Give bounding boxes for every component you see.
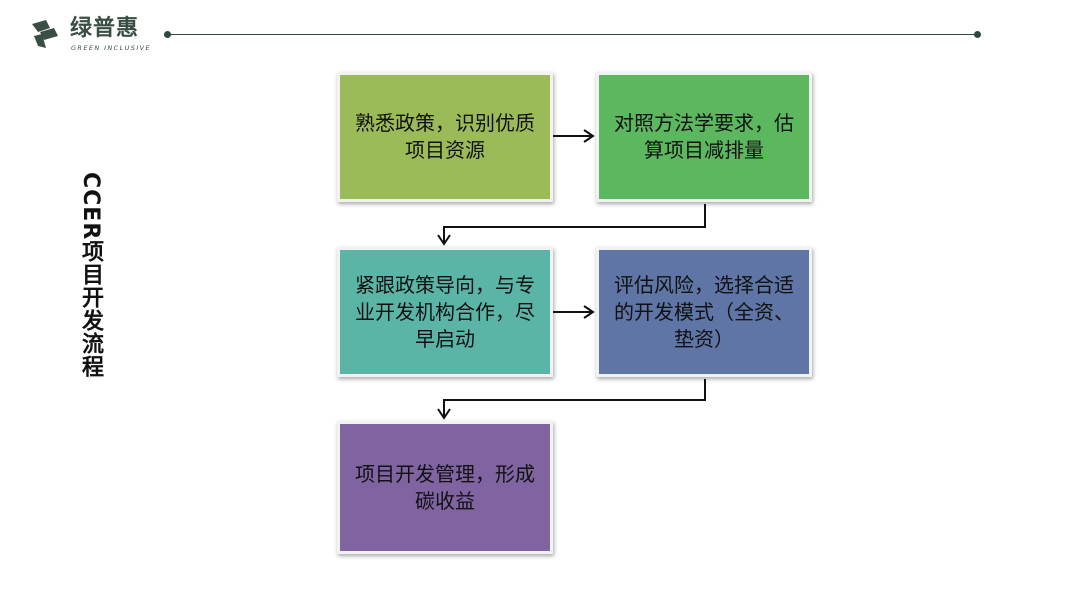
flow-step-5: 项目开发管理，形成碳收益 bbox=[337, 421, 553, 554]
arrow-step1-to-step2 bbox=[553, 129, 595, 143]
line-end-dot bbox=[974, 31, 981, 38]
arrow-step2-to-step3 bbox=[437, 204, 706, 246]
flow-step-4-text: 评估风险，选择合适的开发模式（全资、垫资） bbox=[614, 272, 794, 351]
flow-step-2-text: 对照方法学要求，估算项目减排量 bbox=[614, 111, 794, 162]
brand-logo: 绿普惠 GREEN INCLUSIVE bbox=[30, 14, 180, 54]
flow-step-5-text: 项目开发管理，形成碳收益 bbox=[355, 461, 535, 513]
arrow-step3-to-step4 bbox=[553, 305, 595, 319]
header-divider bbox=[170, 34, 977, 35]
flow-step-1: 熟悉政策，识别优质项目资源 bbox=[337, 72, 553, 202]
line-start-dot bbox=[164, 31, 171, 38]
logo-name-en: GREEN INCLUSIVE bbox=[71, 44, 151, 52]
logo-name-cn: 绿普惠 bbox=[70, 16, 140, 41]
leaf-logo-icon bbox=[32, 20, 58, 48]
flow-step-3-text: 紧跟政策导向，与专业开发机构合作，尽早启动 bbox=[355, 272, 535, 351]
arrow-step4-to-step5 bbox=[437, 379, 706, 420]
flow-step-1-text: 熟悉政策，识别优质项目资源 bbox=[355, 111, 535, 162]
flow-step-3: 紧跟政策导向，与专业开发机构合作，尽早启动 bbox=[337, 247, 553, 377]
flow-step-4: 评估风险，选择合适的开发模式（全资、垫资） bbox=[596, 247, 812, 377]
flow-step-2: 对照方法学要求，估算项目减排量 bbox=[596, 72, 812, 202]
side-title: CCER项目开发流程 bbox=[78, 172, 103, 379]
